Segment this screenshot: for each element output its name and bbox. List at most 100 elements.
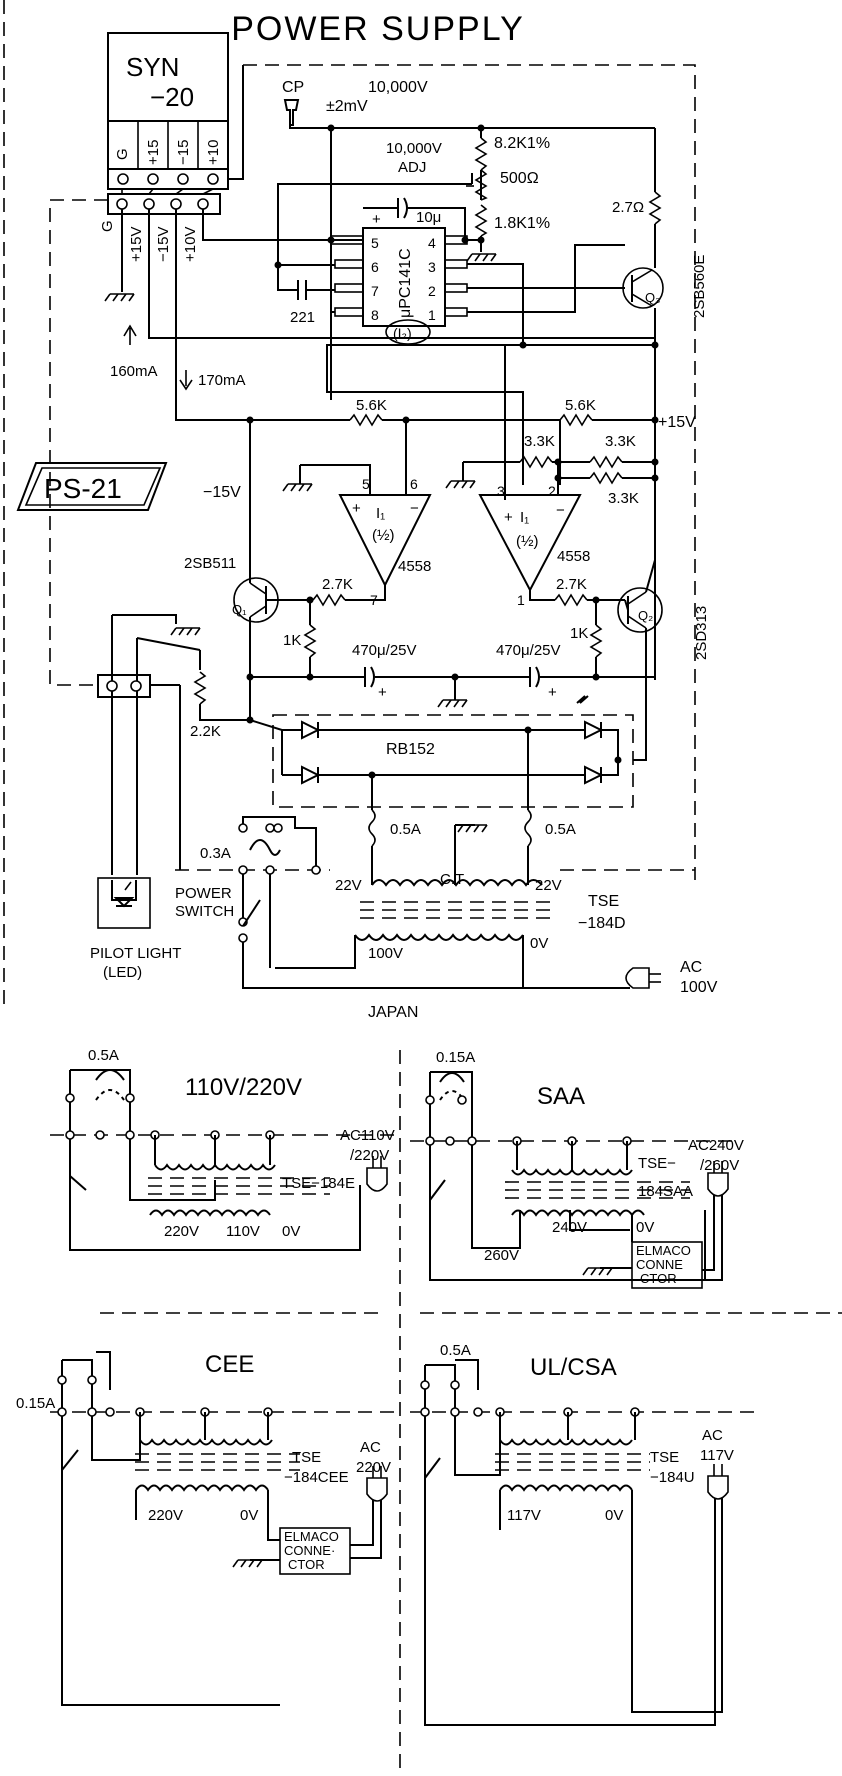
connector-block: G +15V −15V +10V [99, 188, 221, 262]
adj-label: ADJ [398, 159, 426, 176]
r-fb-left: 5.6K [356, 397, 387, 414]
r33c: 3.3K [608, 490, 639, 507]
module-pin-m15: −15 [175, 140, 192, 165]
board-label: PS-21 [16, 462, 168, 511]
ic-upc141c: 5 6 7 8 4 3 2 1 μPC141C [371, 235, 436, 323]
pot-value: 500Ω [500, 170, 539, 187]
opr-pin-out: 1 [517, 592, 525, 608]
cap-left-plus: + [378, 684, 387, 701]
variant1-tap1: 110V [226, 1223, 260, 1240]
variant4-tap1: 0V [605, 1507, 623, 1524]
fuse-left: 0.5A [390, 821, 421, 838]
opl-pin-a: 5 [362, 476, 370, 492]
opl-minus: − [410, 500, 419, 517]
variant2-tap1: 240V [552, 1219, 587, 1236]
conn-label-10: +10V [182, 227, 199, 262]
ref-voltage: 10,000V [368, 79, 428, 96]
variant4-tr: TSE−184U [650, 1449, 695, 1486]
opl-half: (½) [372, 527, 395, 544]
variant1-tap2: 0V [282, 1223, 300, 1240]
variant3-tap0: 220V [148, 1507, 183, 1524]
r22-label: 2.2K [190, 723, 221, 740]
ref-tolerance: ±2mV [326, 98, 368, 115]
r-emitter: 2.7Ω [612, 199, 644, 216]
variant2-plug: AC240V/260V [688, 1137, 744, 1174]
r33a: 3.3K [524, 433, 555, 450]
pilot-label: PILOT LIGHT(LED) [90, 945, 181, 981]
variant1-title: 110V/220V [185, 1074, 302, 1101]
opl-part: 4558 [398, 558, 431, 575]
rail-pos: +15V [658, 414, 696, 431]
module-pin-g: G [114, 148, 131, 160]
ic-name: μPC141C [397, 248, 414, 318]
opr-pin-b: 2 [548, 483, 556, 499]
opl-plus: + [352, 500, 361, 517]
primary-label: 100V [368, 945, 403, 962]
ic-pin-8: 8 [371, 307, 379, 323]
q2-label: Q₂ [638, 608, 653, 623]
module-name-bottom: −20 [150, 82, 194, 112]
bridge-label: RB152 [386, 741, 435, 758]
q3-label: Q₃ [645, 290, 660, 305]
variant1-plug: AC110V/220V [340, 1127, 395, 1164]
center-tap: C.T [440, 871, 464, 888]
opr-label: I₁ [520, 509, 529, 526]
conn-label-m15: −15V [155, 227, 172, 262]
ic-pin-3: 3 [428, 259, 436, 275]
page-title: POWER SUPPLY [231, 10, 525, 48]
opl-label: I₁ [376, 505, 385, 522]
r27-left: 2.7K [322, 576, 353, 593]
opr-minus: − [556, 502, 565, 519]
sec-right: 22V [535, 877, 562, 894]
cap-plus: + [372, 211, 381, 228]
opl-pin-b: 6 [410, 476, 418, 492]
variant3-tap1: 0V [240, 1507, 258, 1524]
ic-pin-5: 5 [371, 235, 379, 251]
cap-10u: 10μ [416, 209, 441, 226]
r27-right: 2.7K [556, 576, 587, 593]
cap-left-label: 470μ/25V [352, 642, 417, 659]
c221-label: 221 [290, 309, 315, 326]
rail-neg: −15V [203, 484, 241, 501]
q2-part: 2SD313 [693, 606, 710, 660]
fuse-main: 0.3A [200, 845, 231, 862]
board-name: PS-21 [44, 473, 122, 504]
conn-label-g: G [99, 220, 116, 232]
module-pin-10: +10 [205, 140, 222, 165]
variant4-fuse: 0.5A [440, 1342, 471, 1359]
q1-label: Q₁ [232, 602, 247, 617]
variant2-tr: TSE−184SAA [638, 1155, 693, 1200]
opr-plus: + [504, 509, 513, 526]
regulator-section: +15V 5.6K 5.6K −15V 5 6 + − I₁ (½) 4558 … [184, 345, 710, 810]
variant3-fuse: 0.15A [16, 1395, 55, 1412]
r33b: 3.3K [605, 433, 636, 450]
adj-value: 10,000V [386, 140, 442, 157]
variant2-title: SAA [537, 1083, 585, 1110]
sec-left: 22V [335, 877, 362, 894]
cap-right-plus: + [548, 684, 557, 701]
variant3-title: CEE [205, 1351, 254, 1378]
ic-pin-2: 2 [428, 283, 436, 299]
zero-label: 0V [530, 935, 548, 952]
conn-label-15: +15V [128, 227, 145, 262]
ic-pin-6: 6 [371, 259, 379, 275]
variant2-tap0: 260V [484, 1247, 519, 1264]
opr-part: 4558 [557, 548, 590, 565]
r-fb-right: 5.6K [565, 397, 596, 414]
variant1-tap0: 220V [164, 1223, 199, 1240]
current-down: 170mA [198, 372, 246, 389]
ic-pin-7: 7 [371, 283, 379, 299]
r-bottom: 1.8K1% [494, 215, 550, 232]
variant3-tr: TSE−184CEE [284, 1449, 349, 1486]
variant4-tap0: 117V [507, 1507, 541, 1524]
variant2-fuse: 0.15A [436, 1049, 475, 1066]
cp-label: CP [282, 79, 304, 96]
module-name-top: SYN [126, 52, 179, 82]
